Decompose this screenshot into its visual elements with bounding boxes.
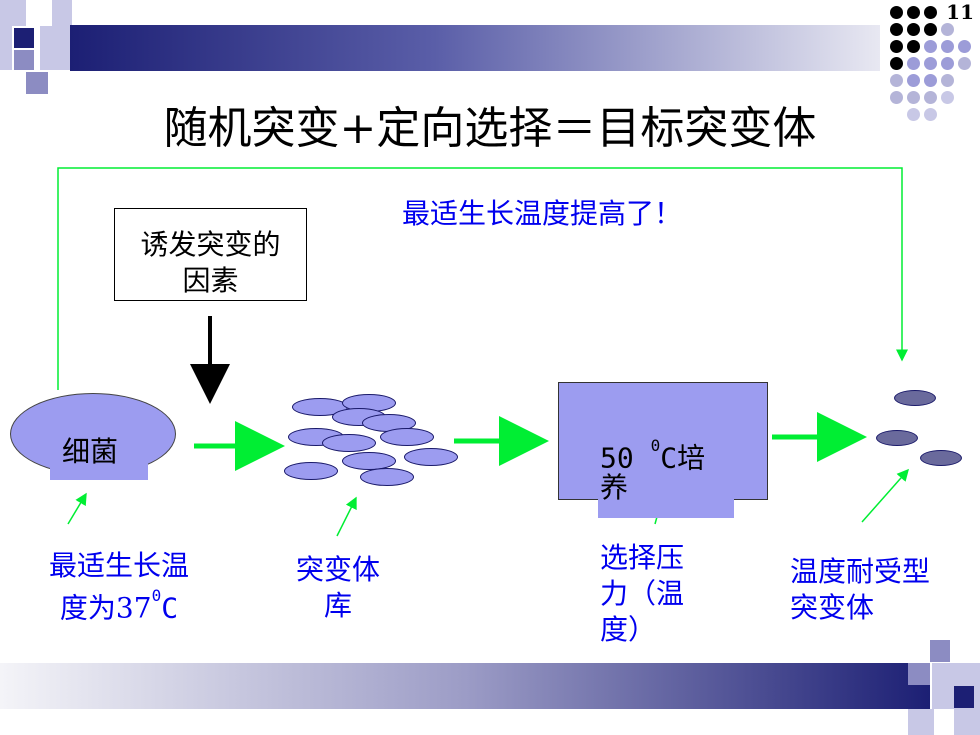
decor-dot [907,23,920,36]
page-number: 11 [946,0,974,24]
bacteria-base [50,460,148,480]
decor-dot [941,91,954,104]
tolerant-mutant-cell [876,430,918,446]
caption-line: 最适生长温 [48,549,189,582]
decor-dot [941,40,954,53]
decor-square [26,0,52,26]
degree-superscript: 0 [151,586,162,605]
decor-dot [924,91,937,104]
degree-superscript: 0 [650,436,661,455]
decor-dot [924,40,937,53]
mutant-cell [360,468,414,486]
decor-dot [907,57,920,70]
caption-line: 选择压 [600,541,685,574]
tolerant-mutant-cell [894,390,936,406]
decor-dot [890,23,903,36]
decor-dot [924,57,937,70]
decor-dot [907,108,920,121]
culture-box-base [598,496,734,518]
decor-dot [890,57,903,70]
decor-dot [941,74,954,87]
factor-line-1: 诱发突变的 [140,228,281,261]
decor-square [0,26,12,70]
decor-square [26,72,48,94]
decor-dot [907,74,920,87]
decor-dot [958,40,971,53]
caption-pointer [67,492,87,525]
culture-label-line2: 养 [600,471,629,504]
culture-temp: 50 [600,441,651,475]
decor-square [908,709,934,735]
decor-dot [890,40,903,53]
decor-square [0,0,26,26]
decor-square [954,686,974,708]
factor-line-2: 因素 [182,264,239,297]
decor-square [52,0,72,26]
decor-dot [958,57,971,70]
decor-dot [907,6,920,19]
decor-square [908,663,930,685]
title-banner-bar [70,25,880,71]
decor-square [954,709,980,735]
decor-dot [907,40,920,53]
decor-square [930,640,950,662]
caption-text: C [161,591,179,625]
caption-text: 度为37 [59,591,152,625]
decor-dot [924,74,937,87]
caption-pointer [336,496,357,537]
decor-dot [924,6,937,19]
caption-line: 力（温 [600,577,685,610]
caption-heat-tolerant: 温度耐受型 突变体 [790,554,930,626]
decor-square [14,28,34,48]
decor-dot [890,74,903,87]
decor-dot [890,6,903,19]
decor-dot [924,108,937,121]
decor-dot [941,23,954,36]
decor-square [14,50,34,70]
mutant-cell [284,462,338,480]
caption-line: 度） [600,613,657,646]
caption-line: 度为370C [34,584,204,626]
caption-selection-pressure: 选择压 力（温 度） [600,540,684,648]
caption-line: 温度耐受型 [790,555,931,588]
caption-line: 突变体 [295,553,380,586]
slide-title: 随机突变+定向选择＝目标突变体 [163,103,817,154]
decor-dot [890,91,903,104]
caption-pointer [861,468,909,523]
caption-line: 库 [323,589,352,622]
mutant-cell [380,428,434,446]
culture-text: C培 [660,441,706,475]
tolerant-mutant-cell [920,450,962,466]
culture-label: 50 0C培 [600,434,705,476]
mutant-cell [404,448,458,466]
decor-dot [941,57,954,70]
culture-box [558,382,768,500]
decor-dot [907,91,920,104]
feedback-loop-line [57,167,908,390]
bacteria-label: 细菌 [62,435,119,468]
mutant-cell [322,434,376,452]
caption-optimal-temp: 最适生长温 度为370C [34,548,204,626]
caption-mutant-library: 突变体 库 [288,552,388,624]
footer-banner-bar [0,663,930,709]
caption-line: 突变体 [790,591,875,624]
decor-square [40,26,70,70]
decor-dot [924,23,937,36]
mutagen-factor-box: 诱发突变的 因素 [114,208,307,301]
annotation-text: 最适生长温度提高了！ [402,197,683,230]
